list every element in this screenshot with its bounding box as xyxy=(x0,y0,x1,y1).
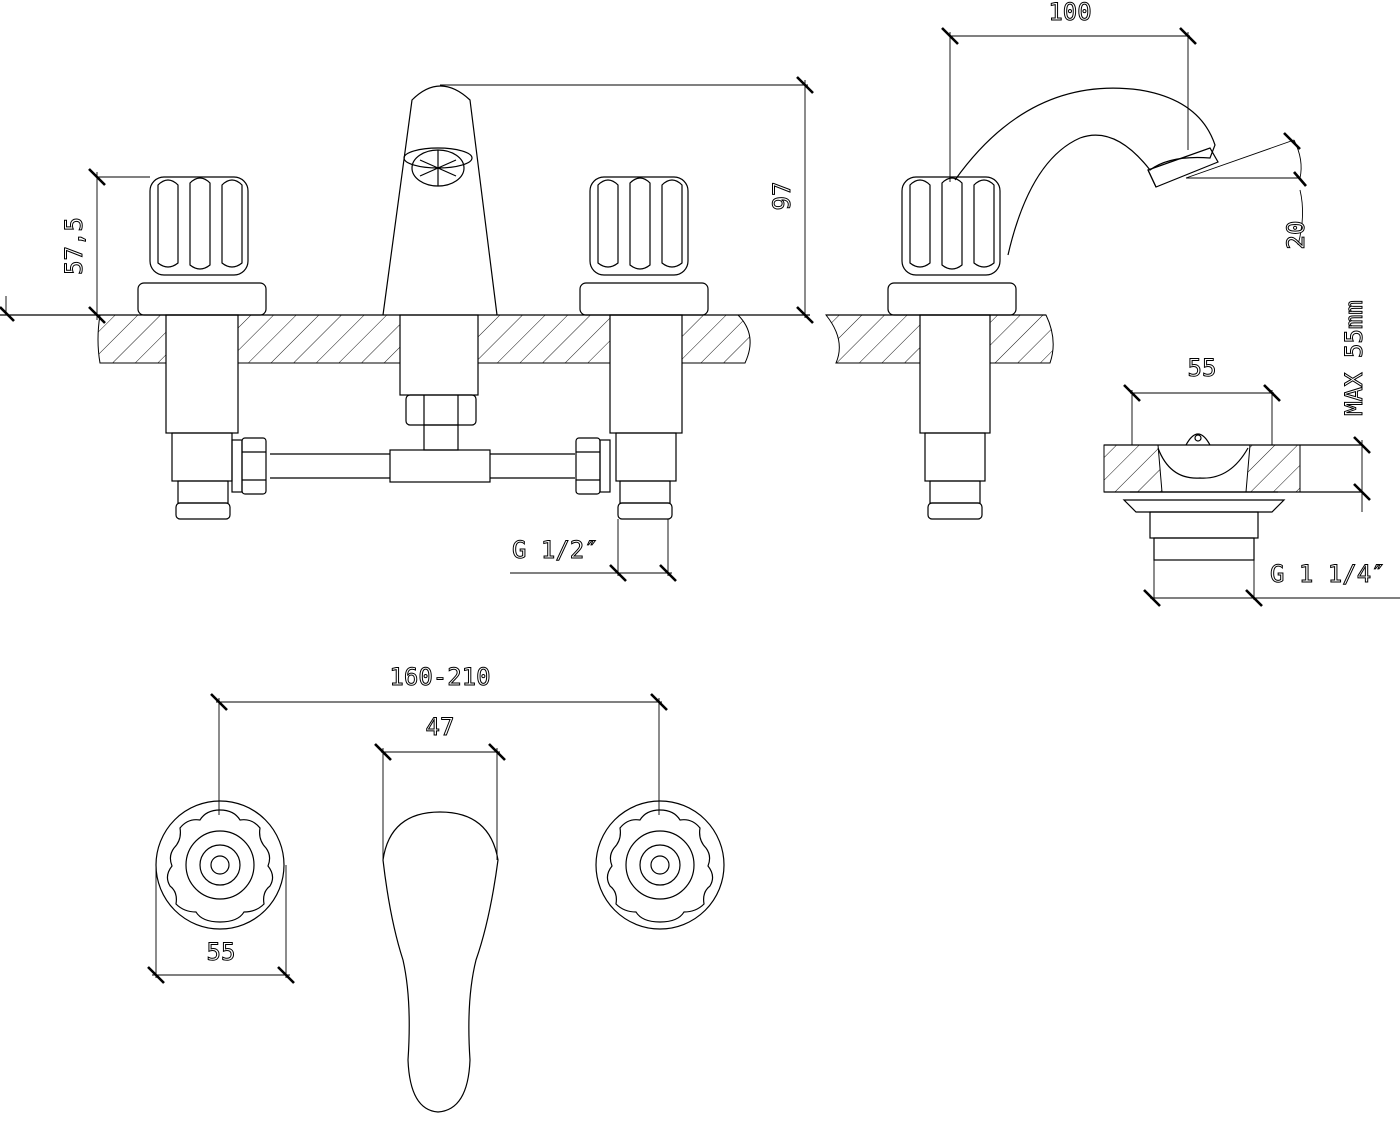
spout-top xyxy=(382,811,499,1113)
front-view: 57,5 97 G 1/2″ xyxy=(0,76,814,582)
dim-handle-height: 57,5 xyxy=(0,168,150,324)
right-knob-top xyxy=(595,800,725,930)
dim-drain-thread: G 1 1/4″ xyxy=(1143,560,1400,607)
dim-max-thickness: MAX 55mm xyxy=(1340,300,1371,512)
dim-max-thickness-label: MAX 55mm xyxy=(1340,300,1368,416)
dim-drain-width: 55 xyxy=(1123,354,1281,445)
central-spout xyxy=(382,85,498,483)
dim-spout-reach: 100 xyxy=(941,0,1197,182)
left-knob-top xyxy=(155,800,285,930)
dim-spout-reach-label: 100 xyxy=(1048,0,1091,26)
dim-inlet-thread: G 1/2″ xyxy=(510,519,677,582)
right-handle xyxy=(579,176,709,520)
dim-handle-height-label: 57,5 xyxy=(60,217,88,275)
side-handle xyxy=(887,176,1017,520)
dim-spout-height: 97 xyxy=(440,76,814,324)
dim-center-distance-label: 160-210 xyxy=(389,663,490,691)
dim-knob-diameter: 55 xyxy=(147,865,295,984)
dim-spout-angle-label: 20 xyxy=(1282,221,1310,250)
dim-spout-base: 47 xyxy=(374,713,506,860)
connector-pipe xyxy=(231,437,611,495)
dim-drain-width-label: 55 xyxy=(1188,354,1217,382)
drain-detail: 55 MAX 55mm G 1 1/4″ xyxy=(1103,300,1400,607)
side-spout xyxy=(954,87,1219,256)
dim-inlet-thread-label: G 1/2″ xyxy=(512,536,599,564)
dim-knob-diameter-label: 55 xyxy=(207,938,236,966)
dim-spout-base-label: 47 xyxy=(426,713,455,741)
top-view: 160-210 55 4 xyxy=(147,663,725,1113)
deck-section xyxy=(97,314,751,364)
dim-spout-height-label: 97 xyxy=(768,182,796,211)
dim-spout-angle: 20 xyxy=(1185,132,1311,250)
dim-center-distance: 160-210 xyxy=(210,663,668,815)
dim-drain-thread-label: G 1 1/4″ xyxy=(1270,560,1386,588)
side-view: 100 20 xyxy=(824,0,1311,520)
left-handle xyxy=(137,176,267,520)
